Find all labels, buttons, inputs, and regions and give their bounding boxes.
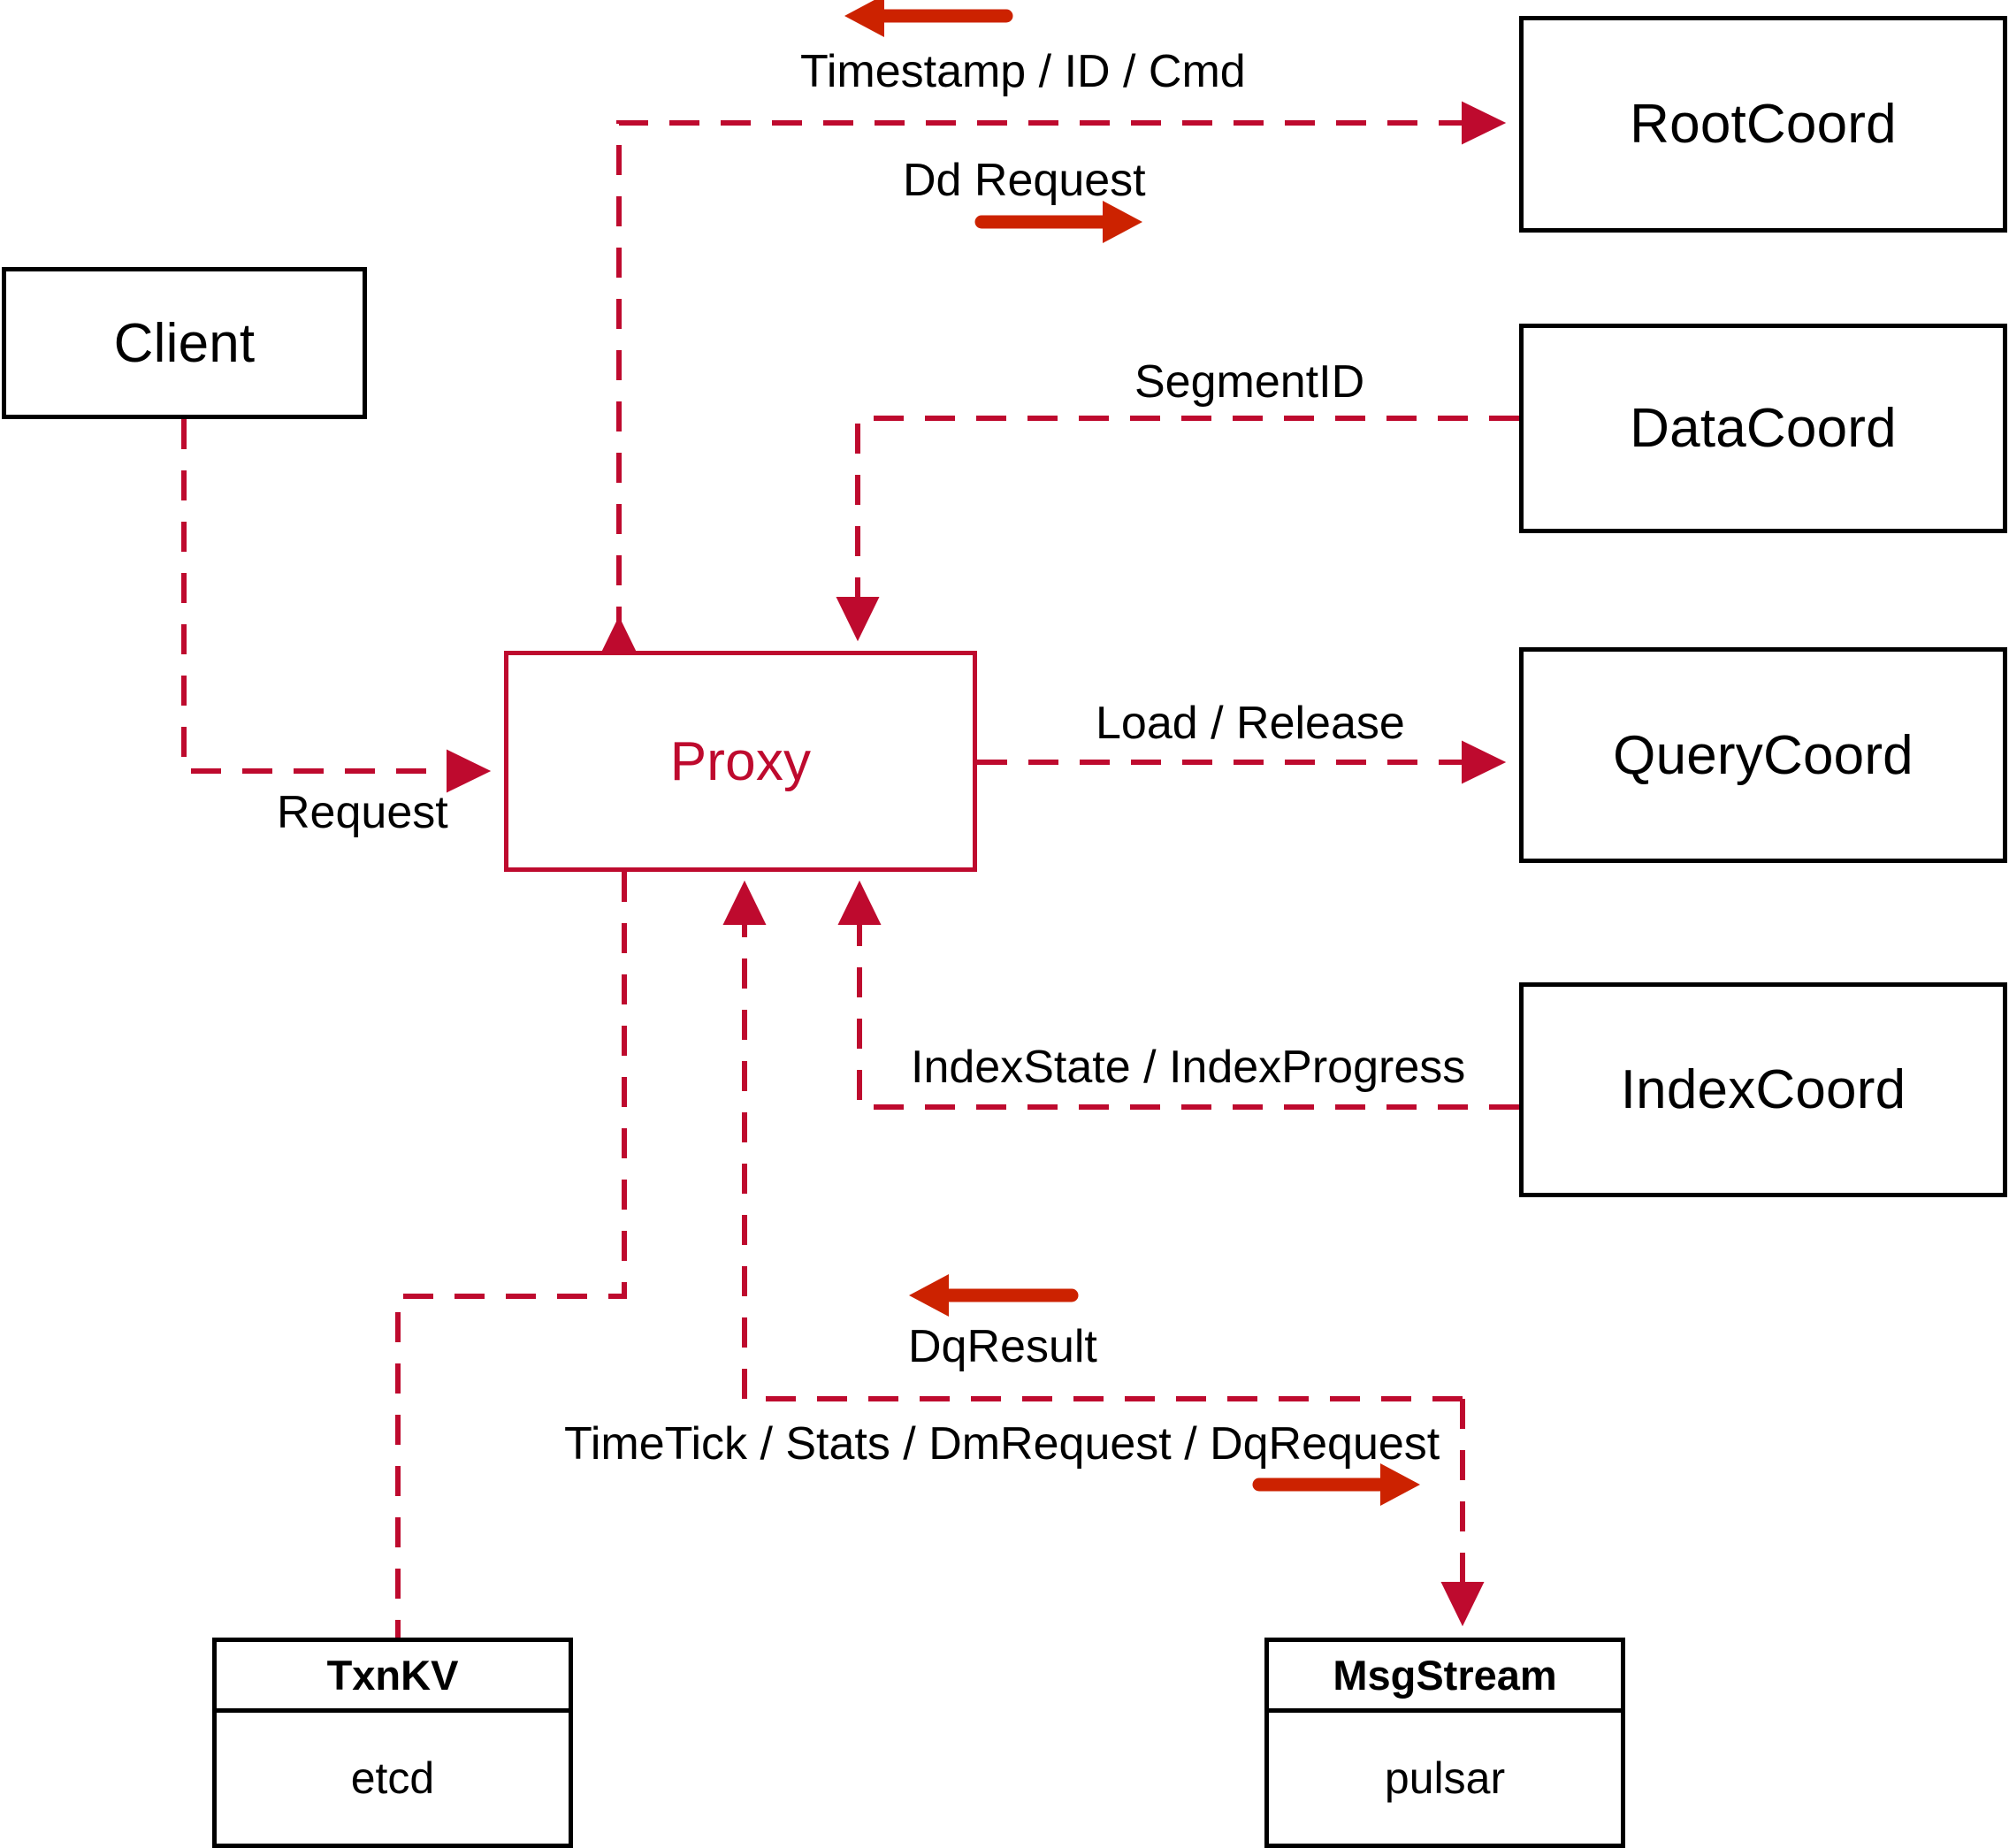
node-proxy[interactable]: Proxy	[504, 651, 977, 872]
node-datacoord-label: DataCoord	[1630, 398, 1897, 459]
arrow-timetick-right	[1252, 1463, 1420, 1506]
arrow-dq-result-left	[909, 1274, 1079, 1317]
edge-proxy-to-txnkv	[395, 872, 627, 1638]
node-indexcoord-label: IndexCoord	[1620, 1059, 1906, 1120]
store-msgstream[interactable]: MsgStream pulsar	[1264, 1638, 1625, 1848]
store-txnkv-body: etcd	[217, 1713, 569, 1844]
store-txnkv-title: TxnKV	[326, 1652, 459, 1699]
edge-label-index-state: IndexState / IndexProgress	[911, 1042, 1466, 1093]
node-querycoord-label: QueryCoord	[1613, 724, 1914, 786]
edge-client-to-proxy	[181, 419, 492, 793]
node-client-label: Client	[113, 312, 256, 374]
node-client[interactable]: Client	[2, 267, 367, 419]
arrow-dd-request-right	[974, 201, 1142, 243]
store-txnkv-header: TxnKV	[217, 1642, 569, 1713]
edge-label-segment-id: SegmentID	[1134, 356, 1365, 408]
edge-label-timestamp-id-cmd: Timestamp / ID / Cmd	[800, 46, 1246, 97]
edge-msgstream-to-proxy	[722, 880, 1463, 1401]
edge-proxy-to-rootcoord	[616, 101, 1507, 637]
edge-label-timetick-stats: TimeTick / Stats / DmRequest / DqRequest	[564, 1418, 1440, 1470]
store-msgstream-header: MsgStream	[1269, 1642, 1621, 1713]
edge-datacoord-to-proxy	[836, 416, 1519, 642]
arrow-timestamp-left	[844, 0, 1013, 37]
node-rootcoord-label: RootCoord	[1630, 94, 1897, 155]
edge-label-request: Request	[277, 787, 448, 838]
edge-label-dq-result: DqResult	[908, 1321, 1097, 1372]
node-proxy-label: Proxy	[669, 730, 812, 792]
store-msgstream-title: MsgStream	[1333, 1652, 1557, 1699]
edge-indexcoord-to-proxy	[837, 880, 1519, 1110]
node-datacoord[interactable]: DataCoord	[1519, 324, 2007, 533]
store-txnkv[interactable]: TxnKV etcd	[212, 1638, 573, 1848]
node-querycoord[interactable]: QueryCoord	[1519, 647, 2007, 863]
node-rootcoord[interactable]: RootCoord	[1519, 16, 2007, 233]
edge-label-load-release: Load / Release	[1096, 698, 1405, 749]
store-msgstream-impl: pulsar	[1384, 1753, 1506, 1803]
store-txnkv-impl: etcd	[350, 1753, 435, 1803]
store-msgstream-body: pulsar	[1269, 1713, 1621, 1844]
direction-arrows	[844, 0, 1420, 1506]
edge-label-dd-request: Dd Request	[903, 155, 1146, 206]
node-indexcoord[interactable]: IndexCoord	[1519, 982, 2007, 1197]
